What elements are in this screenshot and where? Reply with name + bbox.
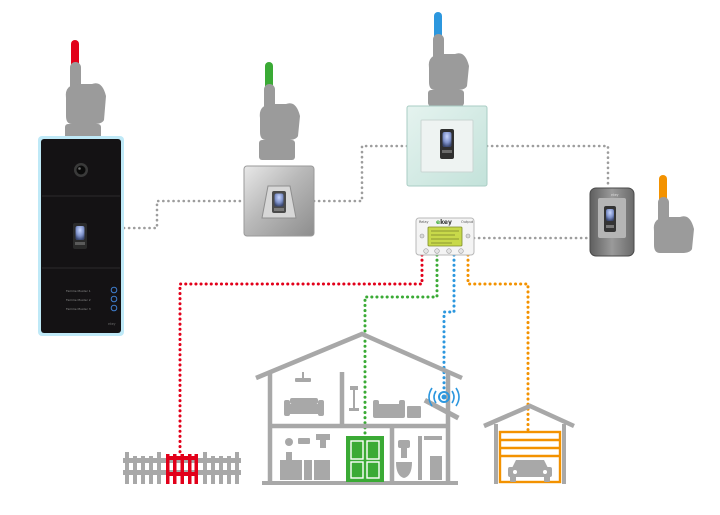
intercom-row-label: Familie Muster 2 — [66, 298, 91, 302]
bus-links — [122, 144, 610, 240]
fingerprint-icon — [440, 129, 454, 159]
controller-output-label: Output — [461, 220, 474, 224]
outdoor-reader-brand: ekey — [611, 193, 619, 197]
relay-link-blue — [442, 253, 456, 390]
bell-button[interactable] — [110, 295, 118, 303]
fingerprint-icon — [272, 191, 286, 213]
controller-button[interactable] — [423, 248, 429, 254]
relay-links — [178, 253, 530, 457]
pointing-hand-icon — [428, 12, 469, 106]
controller-display — [427, 226, 463, 247]
controller-key[interactable] — [419, 233, 425, 239]
intercom-brand: ekey — [108, 322, 116, 326]
garage-icon — [483, 403, 575, 484]
door-icon — [346, 436, 384, 482]
flush-reader — [243, 165, 315, 237]
bell-button[interactable] — [110, 286, 118, 294]
controller-button[interactable] — [434, 248, 440, 254]
pointing-hand-icon — [259, 62, 300, 160]
gate-icon — [123, 452, 241, 484]
controller-button[interactable] — [446, 248, 452, 254]
camera-icon — [74, 163, 88, 177]
fingerprint-icon — [604, 206, 616, 232]
intercom-name-rows: Familie Muster 1 Familie Muster 2 Famili… — [66, 286, 118, 312]
relay-link-green — [363, 253, 439, 442]
link-intercom-to-reader — [122, 199, 246, 230]
controller-relay-label: Relay — [419, 220, 429, 224]
intercom-row-label: Familie Muster 1 — [66, 289, 91, 293]
car-icon — [508, 460, 552, 482]
controller-button[interactable] — [458, 248, 464, 254]
pointing-hand-icon — [653, 175, 694, 253]
fingerprint-icon — [73, 223, 87, 249]
gate-leaf — [166, 454, 198, 484]
glass-frame-reader — [406, 105, 488, 187]
garage-door — [498, 430, 562, 484]
bathroom — [396, 436, 442, 480]
intercom-panel: Familie Muster 1 Familie Muster 2 Famili… — [38, 136, 124, 336]
controller-key[interactable] — [465, 233, 471, 239]
living-room — [284, 372, 421, 418]
link-glass-to-outdoor — [485, 144, 610, 190]
control-unit: Relay Output ekey — [415, 217, 475, 256]
outdoor-reader: ekey — [589, 187, 635, 257]
relay-link-orange — [466, 253, 530, 434]
intercom-row-label: Familie Muster 3 — [66, 307, 91, 311]
relay-link-red — [178, 253, 424, 457]
link-reader-to-glass-reader — [312, 144, 409, 203]
bell-button[interactable] — [110, 304, 118, 312]
controller-brand: ekey — [436, 219, 452, 226]
alarm-icon — [428, 387, 460, 407]
kitchen — [280, 434, 330, 480]
house-icon — [255, 331, 463, 485]
